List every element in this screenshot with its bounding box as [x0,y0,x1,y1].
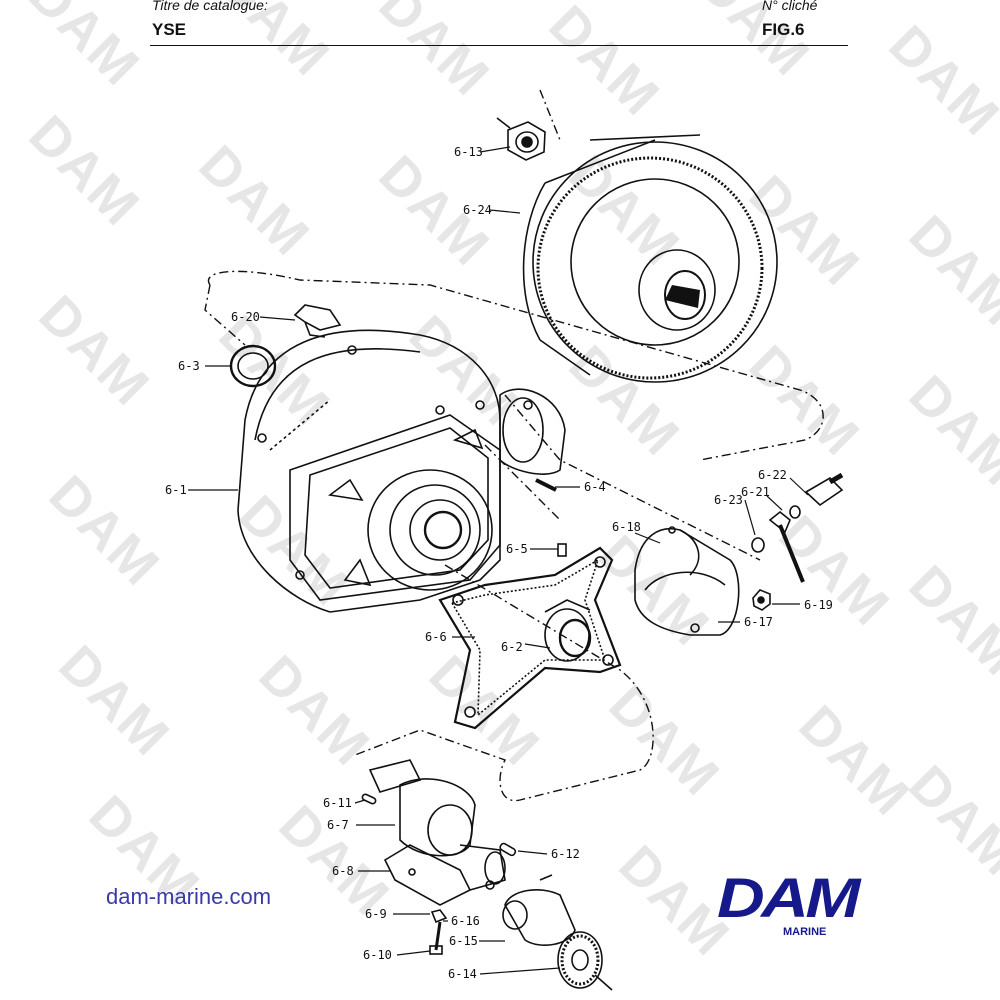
callout-6-8: 6-8 [332,864,354,878]
callout-6-16: 6-16 [451,914,480,928]
dowel-pin [557,543,567,557]
bracket-clip [293,304,342,338]
logo-subtitle: MARINE [783,926,827,938]
callout-6-18: 6-18 [612,520,641,534]
callout-6-14: 6-14 [448,967,477,981]
callout-6-5: 6-5 [506,542,528,556]
crankshaft [368,759,506,906]
callout-6-21: 6-21 [741,485,770,499]
callout-6-10: 6-10 [363,948,392,962]
callout-leaders [188,146,809,975]
timing-gear [557,931,613,991]
catalog-title-label: Titre de catalogue: [152,0,268,13]
callout-6-12: 6-12 [551,847,580,861]
callout-6-24: 6-24 [463,203,492,217]
key-6-11 [361,793,377,805]
adapter-plate-gasket [438,546,622,730]
flywheel-housing [237,329,501,613]
website-link[interactable]: dam-marine.com [106,884,272,909]
callout-6-19: 6-19 [804,598,833,612]
callout-6-1: 6-1 [165,483,187,497]
callout-6-20: 6-20 [231,310,260,324]
flywheel [522,134,778,383]
catalog-title-value: YSE [152,20,187,39]
callout-6-15: 6-15 [449,934,478,948]
header-rule [150,45,848,46]
callout-labels: 6-13 6-24 6-20 6-3 6-1 6-4 6-22 6-21 6-2… [165,145,833,981]
bolt-6-10 [429,921,443,955]
plate-number-value: FIG.6 [762,20,805,39]
callout-6-23: 6-23 [714,493,743,507]
callout-6-3: 6-3 [178,359,200,373]
inspection-cover [634,526,740,636]
seal-ring [229,344,277,388]
callout-6-7: 6-7 [327,818,349,832]
adjuster-bolt-set [751,472,844,611]
callout-6-9: 6-9 [365,907,387,921]
washer-6-16 [430,909,448,924]
callout-6-6: 6-6 [425,630,447,644]
bearing-sleeve [502,874,576,946]
mount-sleeve [499,388,566,475]
dam-marine-logo: DAM MARINE [717,870,897,939]
callout-6-11: 6-11 [323,796,352,810]
callout-6-17: 6-17 [744,615,773,629]
callout-6-22: 6-22 [758,468,787,482]
assembly-dash-lines [204,89,824,802]
key-6-12 [499,842,517,857]
flywheel-nut [496,117,546,161]
callout-6-13: 6-13 [454,145,483,159]
logo-wordmark: DAM [717,866,860,929]
callout-6-4: 6-4 [584,480,606,494]
plate-number-label: N° cliché [762,0,818,13]
callout-6-2: 6-2 [501,640,523,654]
stud-bolt [535,478,557,492]
